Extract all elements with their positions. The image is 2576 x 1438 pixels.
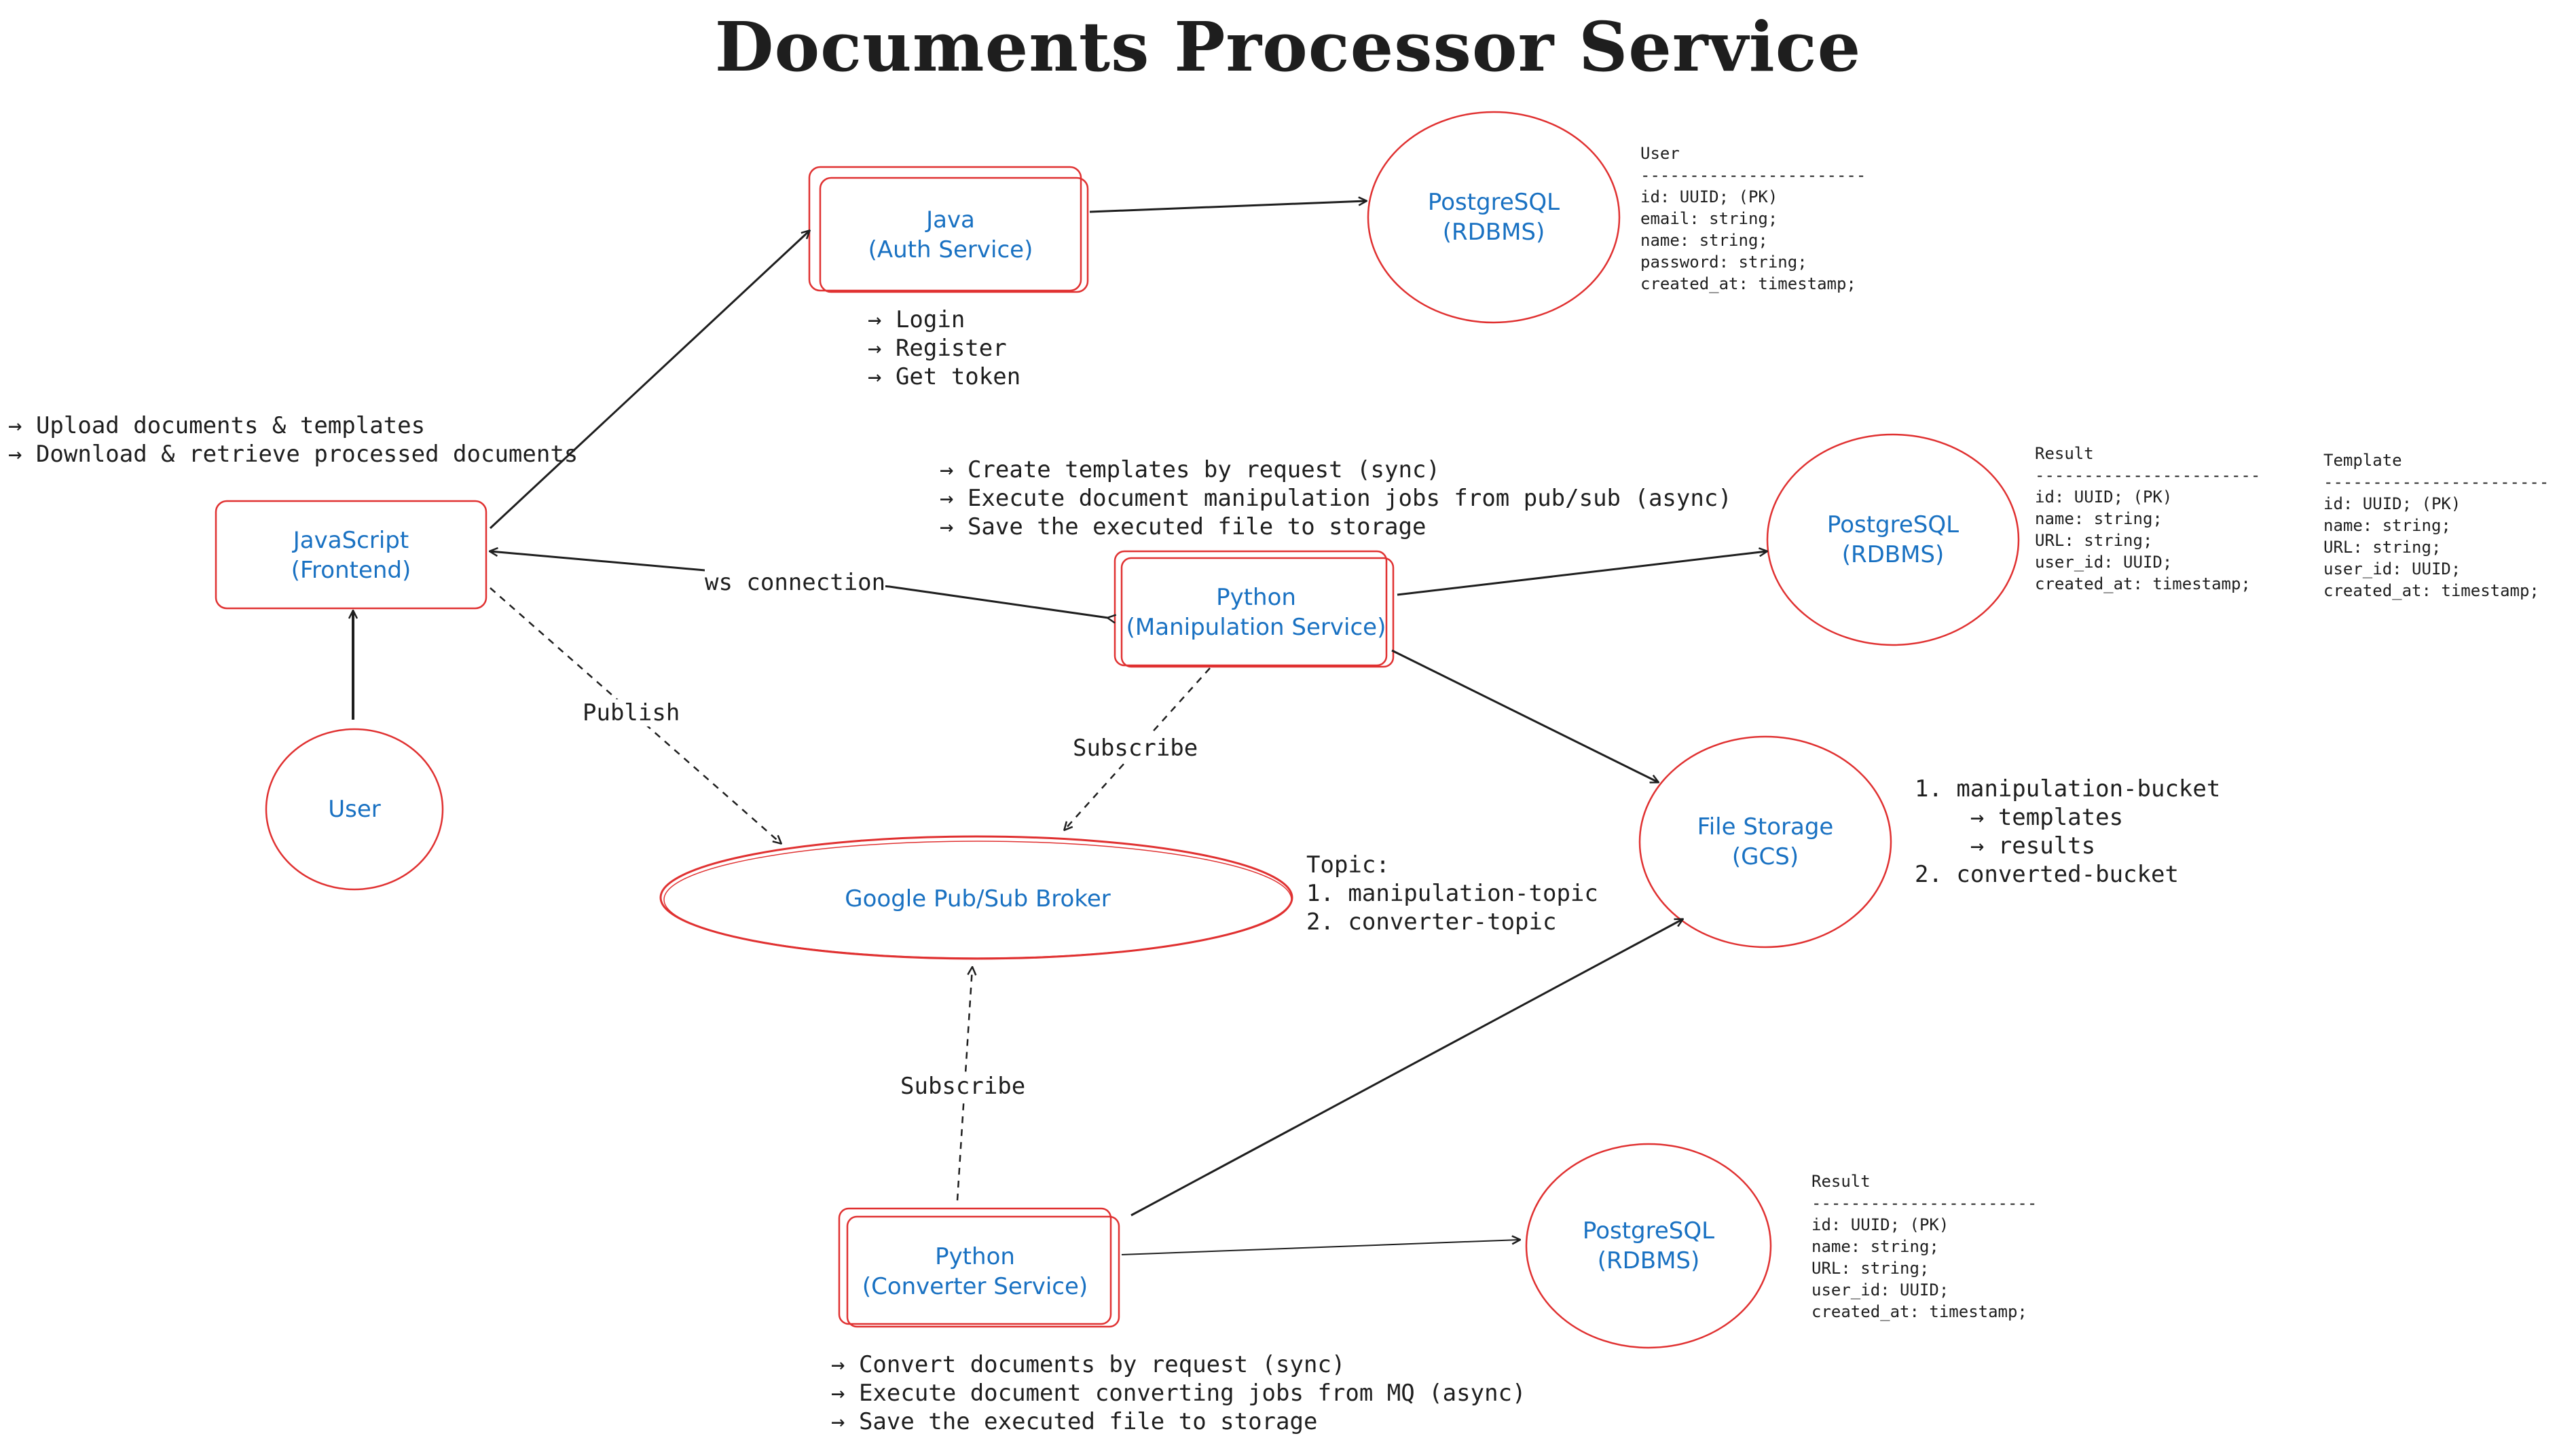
- auth-actions-note: → Login → Register → Get token: [868, 306, 1021, 390]
- subscribe-manipulation-label: Subscribe: [1073, 735, 1198, 762]
- auth-db-label: PostgreSQL (RDBMS): [1427, 189, 1560, 246]
- template-table-schema: Template ----------------------- id: UUI…: [2323, 451, 2550, 600]
- auth-service-box: [808, 166, 1089, 293]
- edge-frontend-to-auth: [489, 231, 809, 530]
- converter-result-table-schema: Result ----------------------- id: UUID;…: [1811, 1172, 2038, 1321]
- user-ellipse: [265, 728, 444, 891]
- user-label: User: [328, 796, 381, 823]
- converter-service-box: [838, 1207, 1120, 1328]
- edge-ws-connection: [490, 551, 1108, 618]
- edge-converter-to-db: [1121, 1240, 1520, 1255]
- file-storage-ellipse: [1638, 735, 1892, 948]
- auth-db-ellipse: [1367, 111, 1621, 324]
- subscribe-converter-label: Subscribe: [900, 1073, 1026, 1100]
- converter-actions-note: → Convert documents by request (sync) → …: [831, 1351, 1526, 1435]
- edge-manipulation-to-db: [1397, 551, 1767, 596]
- edge-auth-to-db: [1089, 201, 1366, 213]
- ws-connection-label: ws connection: [705, 569, 886, 596]
- buckets-note: 1. manipulation-bucket → templates → res…: [1915, 775, 2221, 888]
- converter-db-ellipse: [1525, 1143, 1772, 1349]
- converter-db-label: PostgreSQL (RDBMS): [1582, 1217, 1715, 1274]
- file-storage-label: File Storage (GCS): [1697, 813, 1834, 870]
- user-table-schema: User ----------------------- id: UUID; (…: [1640, 144, 1866, 293]
- broker-ellipse: [659, 835, 1293, 960]
- result-table-schema: Result ----------------------- id: UUID;…: [2035, 444, 2261, 593]
- frontend-label: JavaScript (Frontend): [291, 527, 411, 584]
- manipulation-db-ellipse: [1766, 433, 2020, 646]
- publish-label: Publish: [583, 699, 680, 726]
- manipulation-db-label: PostgreSQL (RDBMS): [1826, 511, 1959, 568]
- edge-manipulation-to-storage: [1391, 649, 1658, 782]
- edge-converter-to-storage: [1130, 919, 1682, 1217]
- topics-note: Topic: 1. manipulation-topic 2. converte…: [1306, 851, 1598, 936]
- diagram-title: Documents Processor Service: [714, 7, 1862, 87]
- broker-label: Google Pub/Sub Broker: [845, 885, 1111, 912]
- manipulation-actions-note: → Create templates by request (sync) → E…: [940, 456, 1732, 540]
- converter-service-label: Python (Converter Service): [862, 1243, 1088, 1300]
- frontend-box: [215, 500, 487, 610]
- auth-service-label: Java (Auth Service): [868, 206, 1033, 263]
- manipulation-service-label: Python (Manipulation Service): [1126, 584, 1386, 641]
- frontend-actions-note: → Upload documents & templates → Downloa…: [8, 412, 578, 468]
